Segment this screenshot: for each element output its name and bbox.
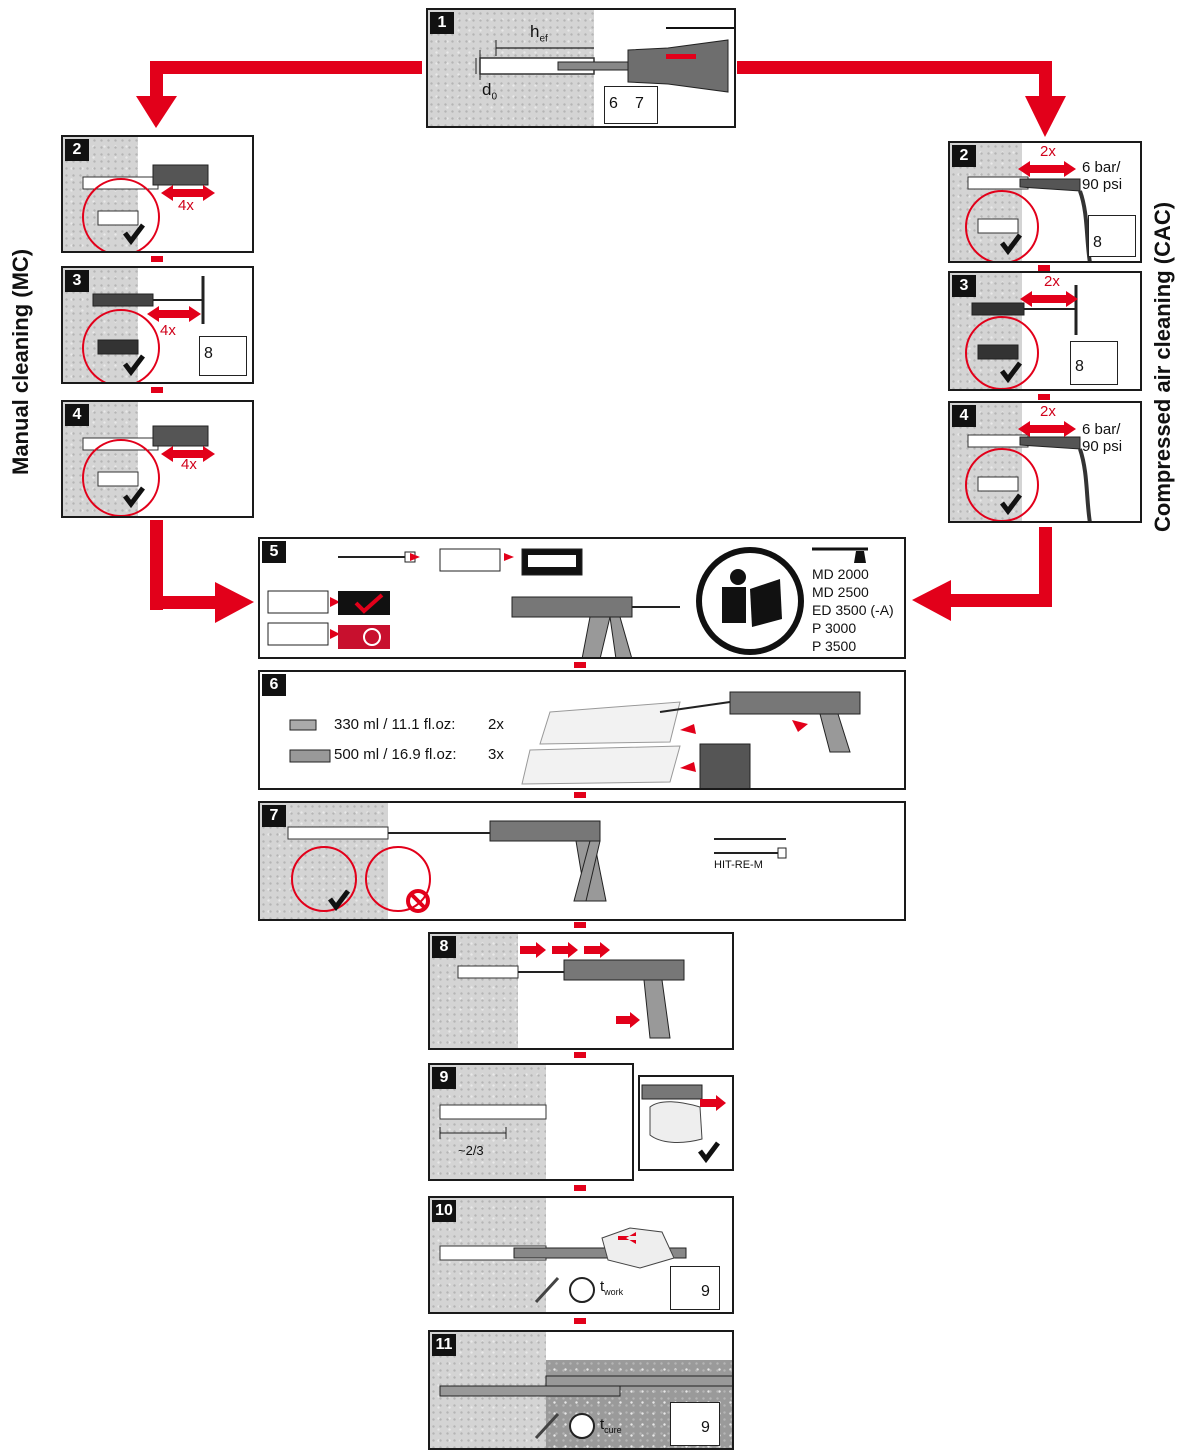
curing-time-label: tcure [600, 1416, 622, 1435]
step-number: 9 [432, 1067, 456, 1089]
step-7-panel: 7 HIT-RE-M [258, 801, 906, 921]
hand-trigger-illustration [641, 1084, 726, 1164]
fill-level-illustration [439, 1104, 547, 1139]
pressure-label: 90 psi [1082, 438, 1123, 455]
cartridge-preparation-illustration [267, 547, 868, 657]
brush-illustration [82, 276, 205, 382]
hole-diameter-label: d0 [482, 80, 498, 103]
step-8-panel: 8 [428, 932, 734, 1050]
volume-330: 330 ml / 11.1 fl.oz: [334, 716, 456, 733]
manual-book-icon: 9 [670, 1266, 720, 1310]
connector-tick [1038, 394, 1050, 400]
count-500: 3x [488, 746, 504, 763]
step-number: 2 [65, 139, 89, 161]
dispenser-item: MD 2000 [812, 566, 869, 582]
discard-portion-illustration [289, 691, 861, 788]
step-1-panel: 1 hef d0 6 7 [426, 8, 736, 128]
step-5-panel: 5 MD 2000 MD 2500 ED 3500 (-A) P 3000 P … [258, 537, 906, 659]
connector-tick [151, 256, 163, 262]
blow-out-pump-illustration [82, 164, 215, 251]
step-9-hand-panel [638, 1075, 734, 1171]
repeat-count: 2x [1040, 403, 1056, 420]
manual-book-icon: 9 [670, 1402, 720, 1446]
step-11-panel: 11 tcure 9 [428, 1330, 734, 1450]
step-number: 2 [952, 145, 976, 167]
cure-rebar-illustration [439, 1375, 732, 1440]
dispenser-item: ED 3500 (-A) [812, 602, 894, 618]
cac-step-2-panel: 2 2x 6 bar/ 90 psi 8 [948, 141, 1142, 263]
drill-hole-illustration [475, 27, 734, 93]
step-10-panel: 10 twork 9 [428, 1196, 734, 1314]
connector-tick [574, 1052, 586, 1058]
fill-fraction-label: ~2/3 [458, 1143, 484, 1158]
manual-cleaning-label: Manual cleaning (MC) [8, 248, 33, 475]
step-number: 5 [262, 541, 286, 563]
repeat-count: 2x [1044, 273, 1060, 290]
connector-tick [1038, 265, 1050, 271]
pressure-label: 6 bar/ [1082, 159, 1121, 176]
step-number: 6 [262, 674, 286, 696]
connector-tick [574, 1318, 586, 1324]
manual-book-icon: 8 [1070, 341, 1118, 385]
air-nozzle-illustration [965, 421, 1092, 521]
connector-tick [574, 922, 586, 928]
dispenser-item: MD 2500 [812, 584, 869, 600]
dispenser-item: P 3000 [812, 620, 857, 636]
step-9-panel: 9 ~2/3 [428, 1063, 634, 1181]
pressure-label: 90 psi [1082, 176, 1123, 193]
mc-step-4-panel: 4 4x [61, 400, 254, 518]
manual-book-icon: 8 [1088, 215, 1136, 257]
manual-book-icon: 6 7 [604, 86, 658, 124]
step-number: 7 [262, 805, 286, 827]
insert-rebar-illustration [439, 1227, 687, 1304]
step-number: 1 [430, 12, 454, 34]
connector-tick [574, 792, 586, 798]
mc-step-2-panel: 2 4x [61, 135, 254, 253]
dispenser-item: P 3500 [812, 638, 857, 654]
repeat-count: 4x [181, 456, 197, 473]
dispenser-list: MD 2000 MD 2500 ED 3500 (-A) P 3000 P 35… [812, 565, 894, 655]
working-time-label: twork [600, 1278, 624, 1297]
step-number: 11 [432, 1334, 456, 1356]
cac-step-4-panel: 4 2x 6 bar/ 90 psi [948, 401, 1142, 523]
pressure-label: 6 bar/ [1082, 421, 1121, 438]
count-330: 2x [488, 716, 504, 733]
connector-tick [574, 662, 586, 668]
mc-step-3-panel: 3 4x 8 [61, 266, 254, 384]
step-number: 4 [65, 404, 89, 426]
connector-tick [151, 387, 163, 393]
step-number: 3 [952, 275, 976, 297]
step-6-panel: 6 330 ml / 11.1 fl.oz: 2x 500 ml / 16.9 … [258, 670, 906, 790]
extension-tube-label: HIT-RE-M [714, 859, 763, 871]
step-number: 8 [432, 936, 456, 958]
cac-step-3-panel: 3 2x 8 [948, 271, 1142, 391]
manual-book-icon: 8 [199, 336, 247, 376]
compressed-air-cleaning-label: Compressed air cleaning (CAC) [1150, 201, 1175, 532]
concrete-wall [63, 268, 138, 382]
step-number: 10 [432, 1200, 456, 1222]
repeat-count: 4x [178, 197, 194, 214]
step-number: 3 [65, 270, 89, 292]
embedment-depth-label: hef [530, 22, 548, 45]
fill-hole-illustration [457, 942, 685, 1039]
step-number: 4 [952, 405, 976, 427]
brush-illustration [965, 285, 1078, 389]
repeat-count: 2x [1040, 143, 1056, 160]
inject-from-bottom-illustration [287, 820, 787, 913]
repeat-count: 4x [160, 322, 176, 339]
connector-tick [574, 1185, 586, 1191]
volume-500: 500 ml / 16.9 fl.oz: [334, 746, 457, 763]
blow-out-pump-illustration [82, 425, 215, 516]
